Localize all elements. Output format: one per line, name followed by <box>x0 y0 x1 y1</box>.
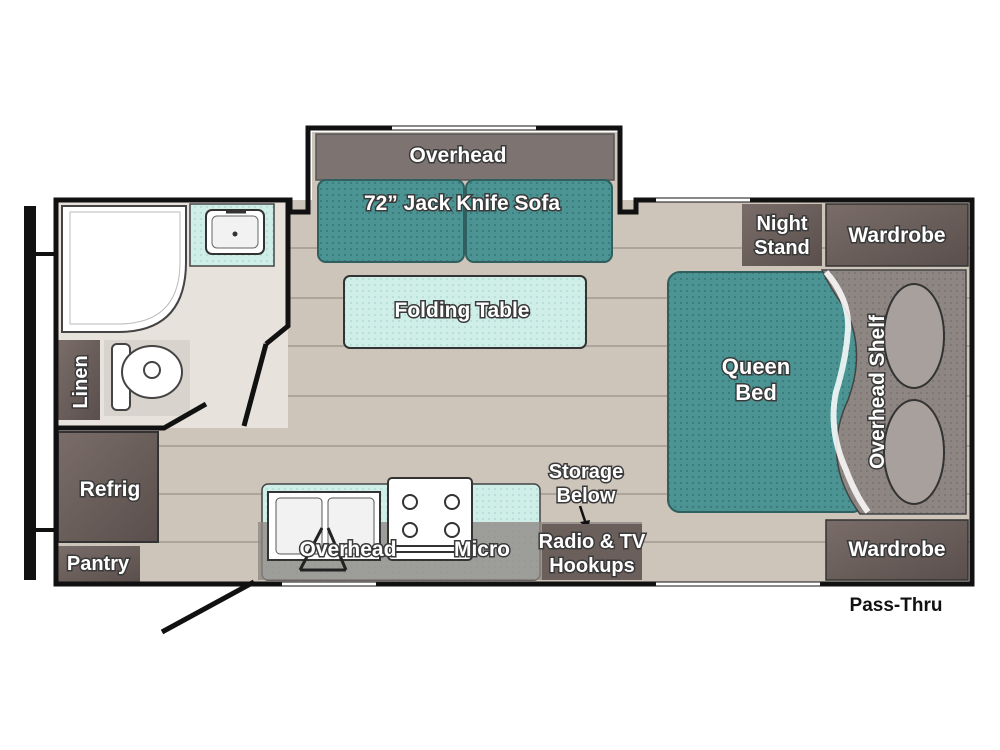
radio-label-line2: Hookups <box>549 555 635 577</box>
radio-label-line1: Radio & TV <box>539 531 646 553</box>
bathroom-door[interactable] <box>241 343 269 427</box>
toilet-icon <box>104 340 190 416</box>
wardrobe-top <box>825 203 969 267</box>
bedroom: Night Stand Wardrobe Queen Bed Overhead … <box>667 203 969 581</box>
radio-tv-cabinet <box>542 524 642 580</box>
overhead-shelf-label: Overhead Shelf <box>866 314 889 469</box>
exterior-walls <box>53 125 975 587</box>
pantry-label: Pantry <box>67 553 130 575</box>
stove-icon <box>387 477 473 561</box>
pillow-bottom <box>883 399 945 505</box>
folding-table: Folding Table <box>343 275 587 349</box>
refrig-label: Refrig <box>80 478 141 501</box>
overhead-cabinet-top <box>315 133 615 181</box>
pantry: Pantry <box>58 546 140 582</box>
sink-icon <box>205 209 265 255</box>
wardrobe-bottom-label: Wardrobe <box>848 538 945 561</box>
wardrobe-bottom <box>825 519 969 581</box>
overhead-top-label: Overhead <box>410 144 507 167</box>
queen-bed-label-line1: Queen <box>722 354 790 379</box>
jack-knife-sofa: 72” Jack Knife Sofa <box>317 179 613 263</box>
night-stand-label-line2: Stand <box>754 237 810 259</box>
linen-cabinet: Linen <box>58 340 100 420</box>
night-stand-label-line1: Night <box>756 213 807 235</box>
refrigerator: Refrig <box>57 431 159 543</box>
pass-thru-label: Pass-Thru <box>850 595 943 616</box>
folding-table-label: Folding Table <box>395 299 530 322</box>
queen-bed-label-line2: Bed <box>735 380 777 405</box>
shower-icon <box>61 205 187 333</box>
slide-out: Overhead 72” Jack Knife Sofa <box>315 133 615 263</box>
windows <box>282 126 820 586</box>
storage-label-line1: Storage <box>549 461 623 483</box>
pillow-top <box>883 283 945 389</box>
storage-below: Storage Below Radio & TV Hookups <box>537 460 647 580</box>
door-swing-icon[interactable] <box>160 579 256 635</box>
hitch-bar <box>24 206 58 580</box>
kitchen-counter: Overhead Micro <box>258 477 642 581</box>
storage-label-line2: Below <box>557 485 616 507</box>
linen-label: Linen <box>70 355 92 408</box>
night-stand <box>742 204 822 266</box>
overhead-kitchen-label: Overhead <box>300 538 397 561</box>
queen-bed: Queen Bed <box>667 271 865 513</box>
kitchen-sink-icon <box>267 491 381 572</box>
micro-label: Micro <box>454 538 510 561</box>
sofa-label: 72” Jack Knife Sofa <box>364 192 560 215</box>
overhead-shelf: Overhead Shelf <box>820 269 967 515</box>
wardrobe-top-label: Wardrobe <box>848 224 945 247</box>
